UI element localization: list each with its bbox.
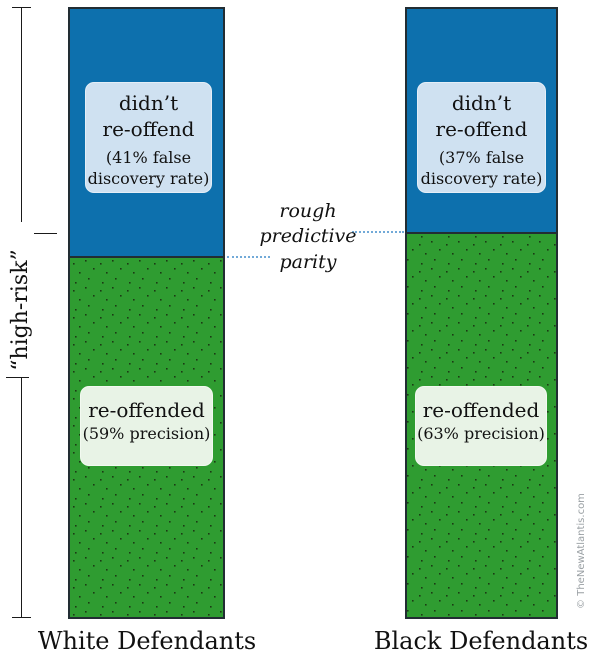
bracket-line-upper xyxy=(21,7,22,222)
axis-label-high-risk: “high-risk” xyxy=(8,249,33,371)
dotted-leader-white xyxy=(227,256,270,258)
callout-note: discovery rate) xyxy=(420,169,543,189)
callout-line: re-offended xyxy=(88,398,205,422)
label-box-reoffended-white: re-offended (59% precision) xyxy=(80,386,213,466)
label-box-didnt-reoffend-white: didn’t re-offend (41% false discovery ra… xyxy=(85,82,212,193)
annotation-line: rough xyxy=(279,200,337,222)
bracket-break-dash-upper xyxy=(34,233,57,234)
callout-note: (63% precision) xyxy=(417,424,545,443)
category-label-black-defendants: Black Defendants xyxy=(373,627,589,655)
category-label-white-defendants: White Defendants xyxy=(37,627,257,655)
bracket-line-lower xyxy=(21,378,22,618)
callout-line: didn’t xyxy=(451,91,512,115)
callout-note: (41% false xyxy=(105,148,192,167)
annotation-line: parity xyxy=(279,250,337,273)
callout-note: discovery rate) xyxy=(87,169,210,189)
callout-note: (37% false xyxy=(438,148,525,167)
annotation-rough-predictive-parity: rough predictive parity xyxy=(247,199,369,275)
watermark-credit: © TheNewAtlantis.com xyxy=(576,493,587,609)
label-box-reoffended-black: re-offended (63% precision) xyxy=(415,386,547,466)
bracket-bottom-tick xyxy=(12,617,31,618)
label-box-didnt-reoffend-black: didn’t re-offend (37% false discovery ra… xyxy=(417,82,546,193)
callout-line: didn’t xyxy=(118,91,179,115)
dotted-leader-black xyxy=(352,231,404,233)
callout-line: re-offend xyxy=(102,117,195,141)
callout-line: re-offend xyxy=(435,117,528,141)
callout-note: (59% precision) xyxy=(82,424,211,443)
annotation-line: predictive xyxy=(259,225,357,248)
bracket-break-dash-lower xyxy=(6,377,29,378)
callout-line: re-offended xyxy=(422,398,540,422)
